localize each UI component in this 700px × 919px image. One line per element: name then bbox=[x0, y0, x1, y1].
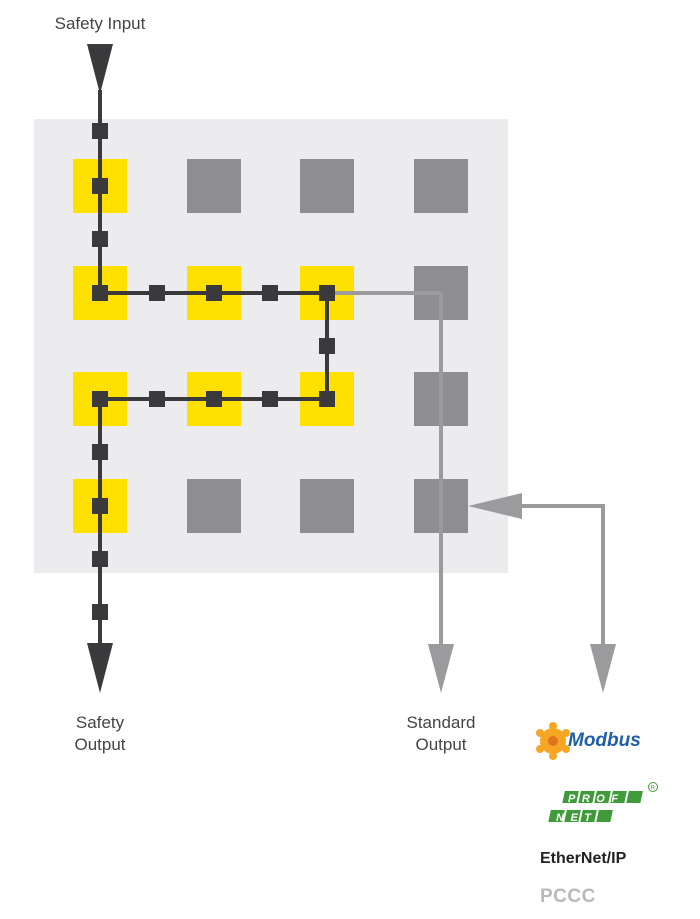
path-node bbox=[319, 391, 335, 407]
standard-output-label-line1: Standard bbox=[406, 713, 476, 732]
path-node bbox=[92, 123, 108, 139]
path-node bbox=[92, 444, 108, 460]
path-node bbox=[92, 231, 108, 247]
path-node bbox=[262, 391, 278, 407]
safety-output-label-line2: Output bbox=[74, 735, 126, 754]
path-node bbox=[92, 498, 108, 514]
standard-block bbox=[187, 159, 241, 213]
standard-data-path bbox=[327, 291, 605, 648]
path-node bbox=[319, 285, 335, 301]
safety-output-label-line1: Safety bbox=[75, 713, 125, 732]
registered-mark-icon bbox=[648, 782, 658, 792]
path-node bbox=[262, 285, 278, 301]
standard-output-label: Standard Output bbox=[391, 712, 491, 756]
profinet-bottom-text: NET bbox=[556, 812, 598, 824]
standard-block bbox=[300, 479, 354, 533]
modbus-gear-logo-icon bbox=[536, 722, 570, 760]
safety-output-label: Safety Output bbox=[50, 712, 150, 756]
path-node bbox=[92, 178, 108, 194]
pccc-logo-text: PCCC bbox=[540, 886, 596, 907]
modbus-logo-text: Modbus bbox=[568, 730, 641, 751]
path-node bbox=[206, 285, 222, 301]
standard-block bbox=[414, 159, 468, 213]
safety-path-nodes bbox=[92, 123, 335, 620]
path-node bbox=[92, 551, 108, 567]
network-input-arrow-icon bbox=[468, 493, 522, 519]
network-output-arrow-icon bbox=[590, 644, 616, 693]
path-node bbox=[92, 604, 108, 620]
standard-block bbox=[300, 159, 354, 213]
safety-input-label: Safety Input bbox=[54, 14, 146, 33]
ethernet-ip-logo-text: EtherNet/IP bbox=[540, 850, 627, 867]
standard-block bbox=[187, 479, 241, 533]
svg-text:R: R bbox=[651, 785, 656, 791]
standard-output-label-line2: Output bbox=[415, 735, 467, 754]
path-node bbox=[149, 285, 165, 301]
path-node bbox=[149, 391, 165, 407]
path-node bbox=[319, 338, 335, 354]
standard-output-arrow-icon bbox=[428, 644, 454, 693]
safety-input-arrow-icon bbox=[87, 44, 113, 94]
profinet-top-text: PROFI bbox=[568, 793, 634, 805]
path-node bbox=[92, 391, 108, 407]
safety-output-arrow-icon bbox=[87, 643, 113, 693]
path-node bbox=[206, 391, 222, 407]
path-node bbox=[92, 285, 108, 301]
profinet-logo-icon: PROFI NET R bbox=[548, 782, 658, 824]
